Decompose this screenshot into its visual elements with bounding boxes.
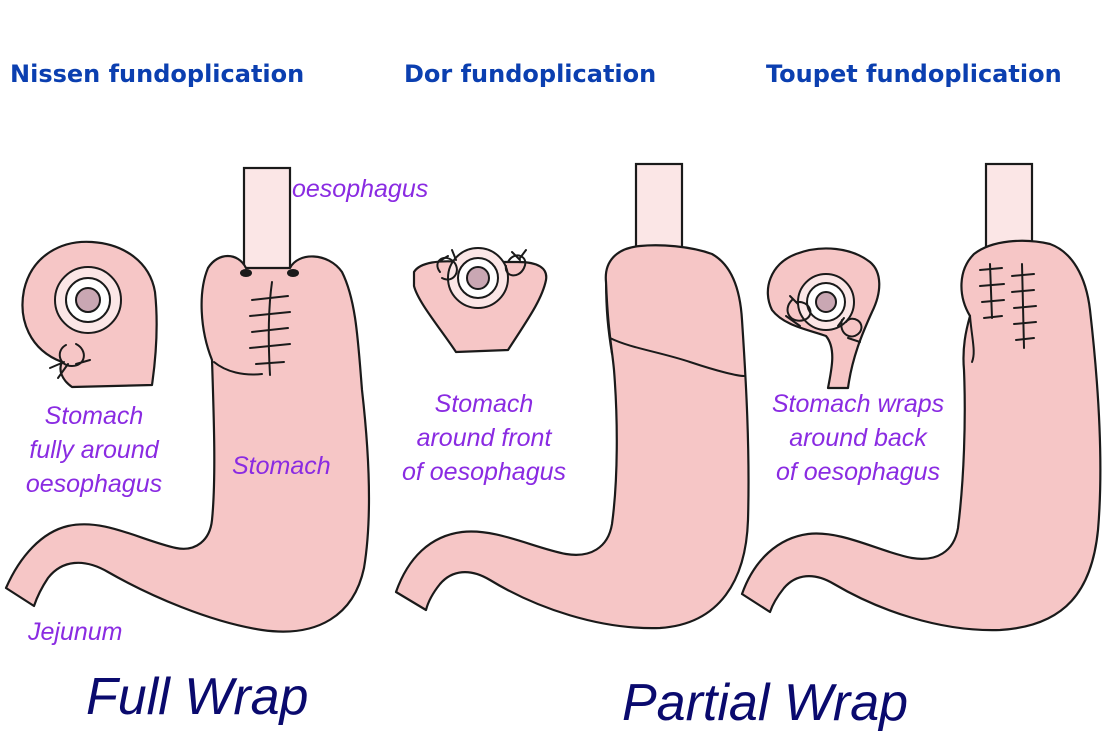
- nissen-cross-section: [21, 240, 158, 389]
- nissen-desc-line-3: oesophagus: [26, 470, 162, 498]
- toupet-desc-line-1: Stomach wraps: [772, 390, 944, 418]
- toupet-description: Stomach wraps around back of oesophagus: [772, 390, 944, 486]
- nissen-title: Nissen fundoplication: [10, 60, 304, 88]
- dor-title: Dor fundoplication: [404, 60, 656, 88]
- toupet-stomach-drawing: [740, 162, 1102, 632]
- dor-desc-line-1: Stomach: [435, 390, 534, 418]
- dor-desc-line-3: of oesophagus: [402, 458, 566, 486]
- toupet-title: Toupet fundoplication: [766, 60, 1062, 88]
- dor-cross-section: [412, 247, 548, 354]
- jejunum-label: Jejunum: [27, 618, 123, 646]
- nissen-description: Stomach fully around oesophagus: [26, 402, 162, 498]
- nissen-oesophagus-tube: [242, 166, 292, 280]
- full-wrap-heading: Full Wrap: [86, 668, 308, 726]
- partial-wrap-heading: Partial Wrap: [622, 674, 908, 732]
- dor-oesophagus-tube: [634, 162, 684, 262]
- dor-desc-line-2: around front: [417, 424, 553, 452]
- toupet-desc-line-3: of oesophagus: [776, 458, 940, 486]
- toupet-desc-line-2: around back: [789, 424, 928, 452]
- dor-description: Stomach around front of oesophagus: [402, 390, 566, 486]
- stomach-label: Stomach: [232, 452, 331, 480]
- nissen-desc-line-2: fully around: [29, 436, 159, 464]
- dor-stomach-drawing: [394, 162, 750, 630]
- nissen-stomach-drawing: [4, 166, 371, 633]
- nissen-desc-line-1: Stomach: [45, 402, 144, 430]
- toupet-cross-section: [766, 247, 881, 390]
- oesophagus-label: oesophagus: [292, 175, 428, 203]
